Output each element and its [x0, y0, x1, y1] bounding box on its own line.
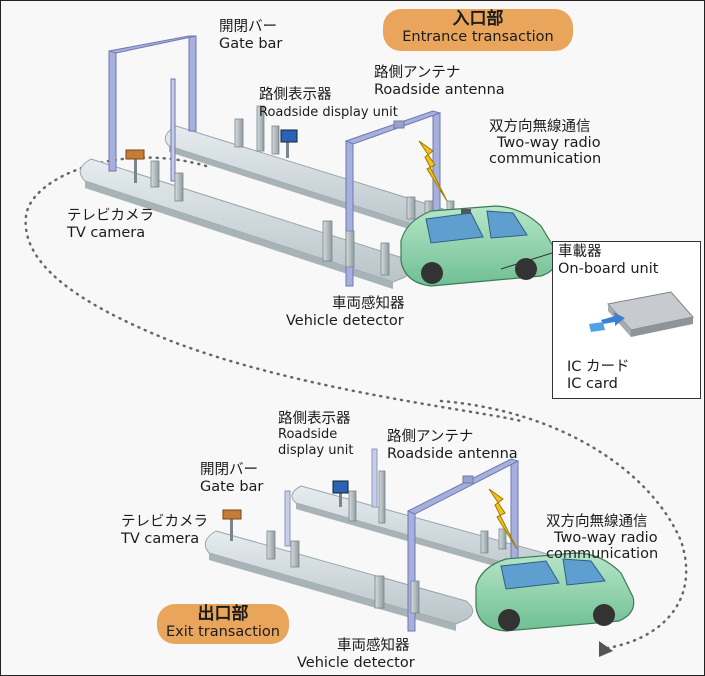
exit-gate-bar-label: 開閉バー Gate bar [200, 462, 264, 495]
entrance-roadside-display-label: 路側表示器 Roadside display unit [259, 87, 398, 120]
entrance-gate-bar-gantry [108, 35, 197, 182]
exit-vehicle-detector-label: 車両感知器 Vehicle detector [297, 638, 415, 671]
on-board-unit-art [589, 291, 694, 337]
exit-car [475, 552, 635, 632]
entrance-roadside-antenna-label: 路側アンテナ Roadside antenna [374, 65, 505, 98]
entrance-tv-camera-label: テレビカメラ TV camera [67, 208, 154, 241]
exit-roadside-display [332, 480, 349, 507]
obu-leader-line [500, 252, 553, 270]
entrance-radio-label: 双方向無線通信 Two-way radio communication [489, 119, 602, 167]
entrance-roadside-display [280, 129, 298, 158]
exit-tv-camera [222, 509, 242, 541]
exit-poles [266, 470, 507, 614]
exit-tv-camera-label: テレビカメラ TV camera [121, 514, 208, 547]
exit-radio-label: 双方向無線通信 Two-way radio communication [546, 514, 659, 562]
entrance-vehicle-detector-label: 車両感知器 Vehicle detector [286, 296, 405, 329]
exit-radio-lightning [488, 488, 518, 550]
exit-roadside-display-label: 路側表示器 Roadside display unit [278, 411, 354, 458]
ic-card-label: IC カード IC card [567, 359, 630, 392]
exit-antenna-gantry [406, 458, 520, 632]
on-board-unit-label: 車載器 On-board unit [558, 244, 659, 277]
entrance-gate-bar-label: 開閉バー Gate bar [219, 19, 283, 52]
entrance-antenna-gantry [344, 110, 442, 287]
entrance-transaction-badge: 入口部 Entrance transaction [383, 9, 573, 51]
entrance-route-path [24, 156, 523, 423]
exit-roadside-antenna-label: 路側アンテナ Roadside antenna [387, 429, 518, 462]
exit-transaction-badge: 出口部 Exit transaction [157, 604, 289, 644]
exit-gate-bar-gantry [284, 448, 378, 547]
entrance-tv-camera [125, 149, 145, 183]
on-board-unit-inset: 車載器 On-board unit IC カード IC card [552, 241, 701, 399]
entrance-radio-lightning [418, 140, 448, 202]
ic-card-icon [589, 322, 605, 332]
exit-route-arrow [599, 641, 613, 657]
ic-card-arrow-icon [601, 312, 625, 326]
entrance-car [400, 205, 558, 287]
